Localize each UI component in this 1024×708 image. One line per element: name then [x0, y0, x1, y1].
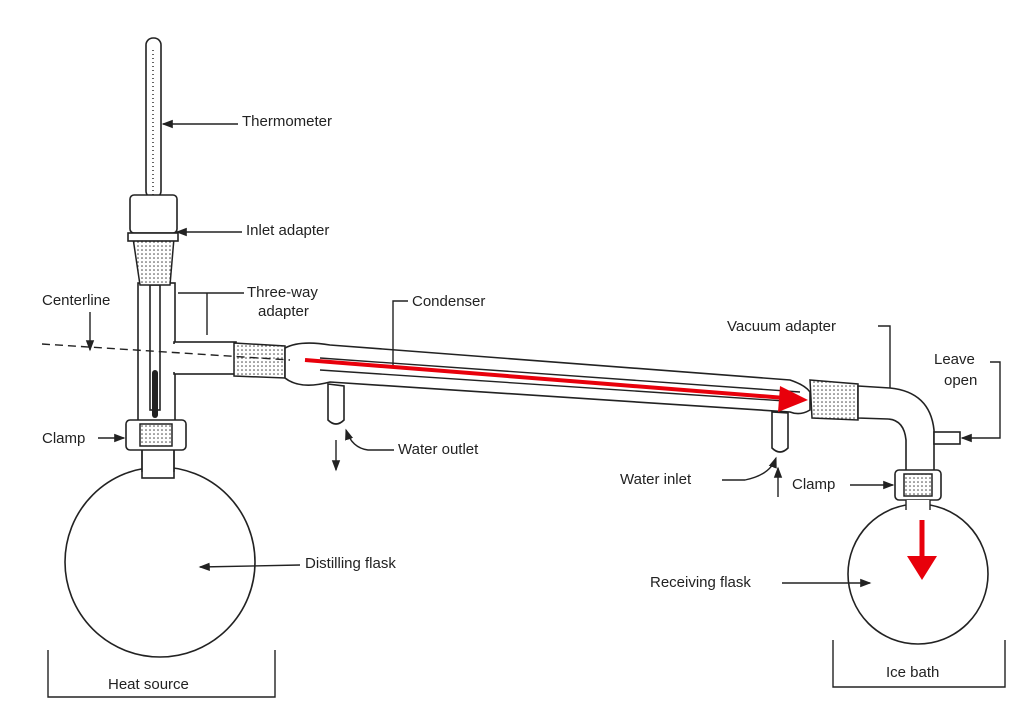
label-ice-bath: Ice bath	[886, 664, 939, 681]
heat-source-bracket	[47, 650, 276, 698]
label-water-outlet: Water outlet	[398, 441, 479, 458]
label-heat-source: Heat source	[108, 676, 189, 693]
label-clamp-right: Clamp	[792, 476, 835, 493]
label-open: open	[944, 372, 977, 389]
label-inlet-adapter: Inlet adapter	[246, 222, 329, 239]
label-water-inlet: Water inlet	[620, 471, 692, 488]
distilling-flask	[64, 447, 256, 658]
label-centerline: Centerline	[42, 292, 110, 309]
label-leave: Leave	[934, 351, 975, 368]
label-adapter: adapter	[258, 303, 309, 320]
label-receiving-flask: Receiving flask	[650, 574, 751, 591]
label-three-way: Three-way	[247, 284, 318, 301]
centerline-dashed	[41, 343, 291, 361]
label-condenser: Condenser	[412, 293, 485, 310]
label-distilling-flask: Distilling flask	[305, 555, 396, 572]
inlet-adapter	[127, 194, 179, 286]
label-clamp-left: Clamp	[42, 430, 85, 447]
distillate-flow-arrow	[907, 520, 937, 580]
vacuum-adapter	[809, 379, 961, 473]
receiving-flask	[847, 500, 989, 645]
label-vacuum-adapter: Vacuum adapter	[727, 318, 836, 335]
vapor-flow-arrow	[304, 358, 808, 412]
ice-bath-bracket	[832, 640, 1006, 688]
label-thermometer: Thermometer	[242, 113, 332, 130]
